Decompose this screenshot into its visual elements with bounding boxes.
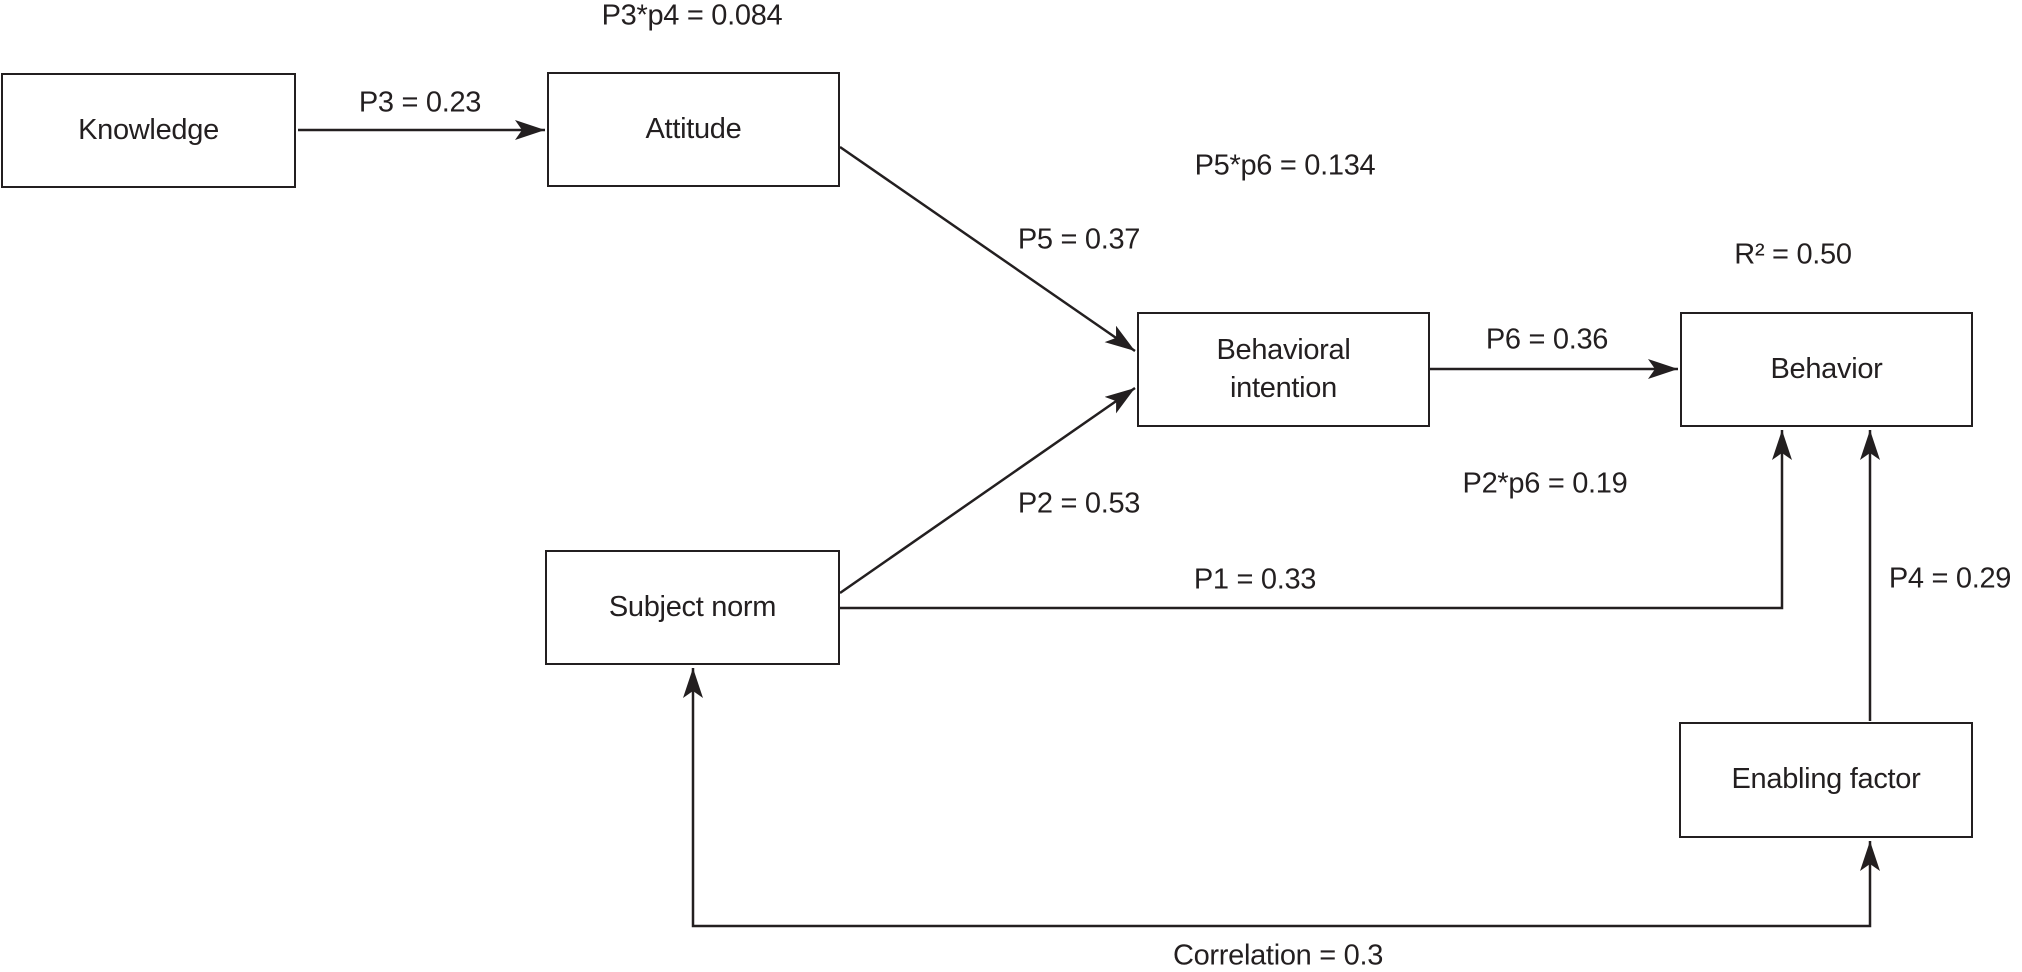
node-behavior: Behavior [1680, 312, 1973, 427]
annotation-p2p6: P2*p6 = 0.19 [1462, 467, 1628, 500]
edge-label-p4: P4 = 0.29 [1888, 562, 2012, 595]
edge-label-p2: P2 = 0.53 [1017, 487, 1141, 520]
edge-subject-norm-behavioral-intention [839, 386, 1136, 595]
node-attitude: Attitude [547, 72, 840, 187]
edge-label-p5: P5 = 0.37 [1017, 223, 1141, 256]
node-knowledge-label: Knowledge [78, 113, 219, 146]
edge-label-p1: P1 = 0.33 [1193, 563, 1317, 596]
edge-subject-norm-behavior [840, 430, 1792, 610]
annotation-r-squared: R² = 0.50 [1734, 238, 1852, 271]
edge-label-p6: P6 = 0.36 [1485, 323, 1609, 356]
annotation-p3p4: P3*p4 = 0.084 [601, 0, 783, 32]
edge-label-correlation: Correlation = 0.3 [1172, 939, 1384, 972]
node-knowledge: Knowledge [1, 73, 296, 188]
node-behavioral-intention: Behavioral intention [1137, 312, 1430, 427]
node-behavior-label: Behavior [1770, 352, 1883, 385]
node-enabling-factor: Enabling factor [1679, 722, 1973, 838]
node-enabling-factor-label: Enabling factor [1731, 763, 1921, 796]
annotation-p5p6: P5*p6 = 0.134 [1194, 149, 1376, 182]
edge-attitude-behavioral-intention [839, 145, 1136, 353]
node-subject-norm-label: Subject norm [608, 590, 777, 623]
edge-label-p3: P3 = 0.23 [358, 86, 482, 119]
edge-correlation-subject-norm-enabling-factor [683, 668, 1880, 928]
node-attitude-label: Attitude [645, 112, 742, 145]
node-subject-norm: Subject norm [545, 550, 840, 665]
node-behavioral-intention-label: Behavioral intention [1216, 333, 1351, 404]
